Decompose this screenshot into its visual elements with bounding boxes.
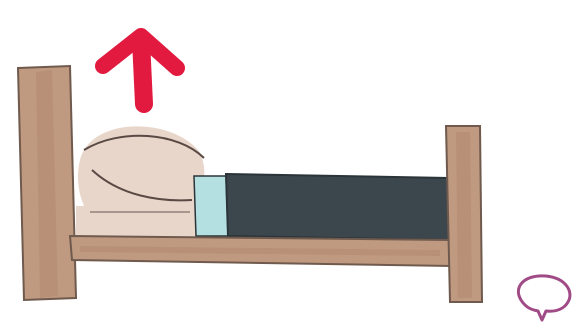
speech-bubble-icon (518, 276, 570, 320)
bed-rail (70, 236, 452, 266)
arrow-up-icon (103, 36, 177, 104)
pillow (78, 126, 205, 206)
blanket-trim (194, 176, 228, 236)
headboard (18, 66, 76, 300)
mattress (76, 206, 200, 238)
footboard (446, 126, 482, 302)
blanket (226, 174, 450, 240)
